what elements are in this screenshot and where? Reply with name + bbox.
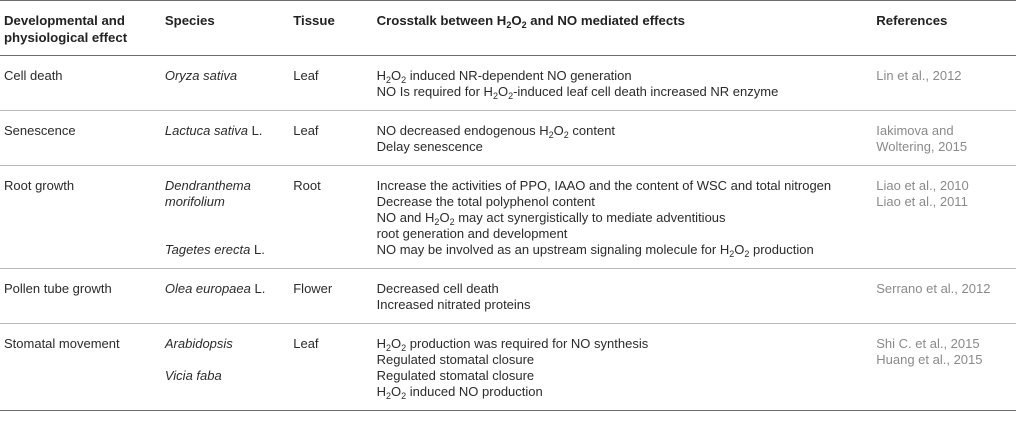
effect-line: H2O2 induced NR-dependent NO generation bbox=[376, 68, 632, 85]
references-cell: Serrano et al., 2012 bbox=[870, 268, 1016, 324]
effect-line: H2O2 production was required for NO synt… bbox=[376, 336, 649, 353]
effect-line: Delay senescence bbox=[376, 139, 483, 154]
references-cell: Lin et al., 2012 bbox=[870, 55, 1016, 111]
effect-cell: Stomatal movement bbox=[0, 323, 159, 411]
effect-line: root generation and development bbox=[376, 226, 568, 241]
species-line: Olea europaea L. bbox=[165, 281, 281, 297]
reference-link[interactable]: Huang et al., 2015 bbox=[876, 352, 983, 367]
species-authority: L. bbox=[250, 281, 266, 296]
header-crosstalk: Crosstalk between H2O2 and NO mediated e… bbox=[370, 0, 871, 56]
species-line: Oryza sativa bbox=[165, 68, 281, 84]
reference-link[interactable]: Liao et al., 2011 bbox=[876, 194, 968, 209]
reference-link[interactable]: Iakimova and bbox=[876, 123, 954, 138]
species-cell: Olea europaea L. bbox=[158, 268, 288, 324]
tissue-cell: Leaf bbox=[287, 323, 371, 411]
reference-link[interactable]: Woltering, 2015 bbox=[876, 139, 968, 154]
effect-cell: Root growth bbox=[0, 165, 159, 269]
header-species: Species bbox=[158, 0, 288, 56]
species-line: morifolium bbox=[165, 194, 281, 210]
effect-line: NO and H2O2 may act synergistically to m… bbox=[376, 210, 726, 227]
species-cell: Oryza sativa bbox=[158, 55, 288, 111]
species-name: morifolium bbox=[164, 194, 225, 209]
effect-line: Increase the activities of PPO, IAAO and… bbox=[376, 178, 832, 193]
species-cell: Lactuca sativa L. bbox=[158, 110, 288, 166]
crosstalk-cell: Increase the activities of PPO, IAAO and… bbox=[370, 165, 871, 269]
species-name: Tagetes erecta bbox=[164, 242, 251, 257]
table-row: Pollen tube growth Olea europaea L. Flower… bbox=[0, 268, 1016, 324]
species-line bbox=[165, 210, 281, 226]
species-line: Vicia faba bbox=[165, 368, 281, 384]
tissue-cell: Leaf bbox=[287, 110, 371, 166]
species-line bbox=[165, 226, 281, 242]
tissue-cell: Root bbox=[287, 165, 371, 269]
effect-cell: Senescence bbox=[0, 110, 159, 166]
species-line: Dendranthema bbox=[165, 178, 281, 194]
effect-line: Regulated stomatal closure bbox=[376, 352, 535, 367]
species-name: Arabidopsis bbox=[164, 336, 233, 351]
header-tissue: Tissue bbox=[287, 0, 371, 56]
header-effect: Developmental and physiological effect bbox=[0, 0, 159, 56]
species-line: Tagetes erecta L. bbox=[165, 242, 281, 258]
crosstalk-cell: H2O2 production was required for NO synt… bbox=[370, 323, 871, 411]
effect-line: H2O2 induced NO production bbox=[376, 384, 543, 401]
crosstalk-table: Developmental and physiological effect S… bbox=[0, 0, 1016, 411]
effect-line: NO Is required for H2O2-induced leaf cel… bbox=[376, 84, 779, 101]
species-name: Vicia faba bbox=[164, 368, 222, 383]
effect-line: Decreased cell death bbox=[376, 281, 499, 296]
effect-cell: Pollen tube growth bbox=[0, 268, 159, 324]
species-line: Arabidopsis bbox=[165, 336, 281, 352]
species-name: Lactuca sativa bbox=[164, 123, 248, 138]
species-name: Olea europaea bbox=[164, 281, 251, 296]
reference-link[interactable]: Shi C. et al., 2015 bbox=[876, 336, 980, 351]
effect-line: NO decreased endogenous H2O2 content bbox=[376, 123, 616, 140]
reference-link[interactable]: Liao et al., 2010 bbox=[876, 178, 969, 193]
species-line bbox=[165, 352, 281, 368]
species-name: Oryza sativa bbox=[164, 68, 238, 83]
table-header-row: Developmental and physiological effect S… bbox=[0, 0, 1016, 56]
reference-link[interactable]: Serrano et al., 2012 bbox=[876, 281, 991, 296]
species-authority: L. bbox=[247, 123, 263, 138]
effect-line: NO may be involved as an upstream signal… bbox=[376, 242, 814, 259]
reference-link[interactable]: Lin et al., 2012 bbox=[876, 68, 962, 83]
effect-cell: Cell death bbox=[0, 55, 159, 111]
effect-line: Increased nitrated proteins bbox=[376, 297, 531, 312]
tissue-cell: Leaf bbox=[287, 55, 371, 111]
effect-line: Decrease the total polyphenol content bbox=[376, 194, 595, 209]
species-authority: L. bbox=[250, 242, 265, 257]
tissue-cell: Flower bbox=[287, 268, 371, 324]
effect-line: Regulated stomatal closure bbox=[376, 368, 535, 383]
header-references: References bbox=[870, 0, 1016, 56]
species-name: Dendranthema bbox=[164, 178, 251, 193]
species-line: Lactuca sativa L. bbox=[165, 123, 281, 139]
